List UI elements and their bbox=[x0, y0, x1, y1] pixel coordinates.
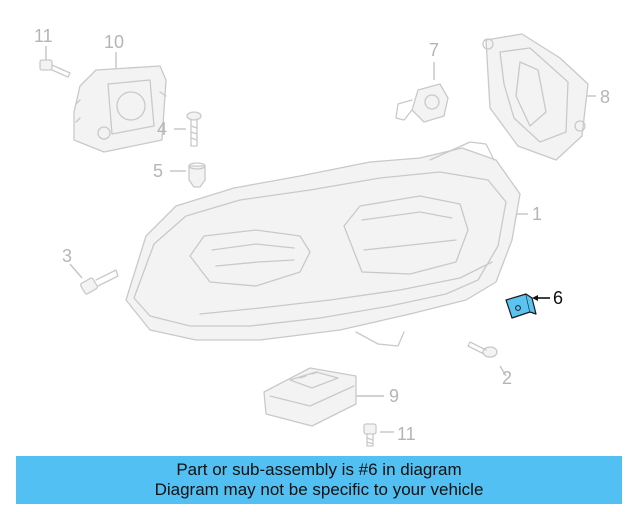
part-1-headlamp bbox=[125, 141, 528, 347]
callout-5: 5 bbox=[153, 161, 163, 181]
callout-6: 6 bbox=[553, 288, 563, 308]
info-banner: Part or sub-assembly is #6 in diagram Di… bbox=[16, 456, 622, 504]
callout-8: 8 bbox=[600, 87, 610, 107]
callout-4: 4 bbox=[157, 119, 167, 139]
callout-11-bottom: 11 bbox=[397, 424, 416, 444]
part-4-screw bbox=[174, 111, 202, 147]
callout-2: 2 bbox=[502, 368, 512, 388]
callout-10: 10 bbox=[104, 32, 124, 52]
part-11-bolt-top bbox=[39, 46, 71, 78]
callout-3: 3 bbox=[62, 246, 72, 266]
part-2-screw bbox=[467, 341, 507, 377]
callout-1: 1 bbox=[532, 204, 542, 224]
part-3-bolt bbox=[69, 263, 119, 295]
callout-7: 7 bbox=[429, 40, 439, 60]
part-7-socket bbox=[395, 62, 449, 123]
callout-9: 9 bbox=[389, 386, 399, 406]
part-9-module bbox=[263, 367, 384, 427]
part-10-ballast bbox=[73, 52, 167, 153]
part-5-clip bbox=[170, 162, 206, 188]
part-11-bolt-bottom bbox=[363, 423, 394, 447]
part-8-housing bbox=[482, 33, 596, 161]
banner-line-1: Part or sub-assembly is #6 in diagram bbox=[176, 460, 462, 479]
callout-11-top: 11 bbox=[34, 26, 53, 46]
part-6-bracket bbox=[505, 293, 550, 319]
banner-line-2: Diagram may not be specific to your vehi… bbox=[154, 480, 484, 499]
